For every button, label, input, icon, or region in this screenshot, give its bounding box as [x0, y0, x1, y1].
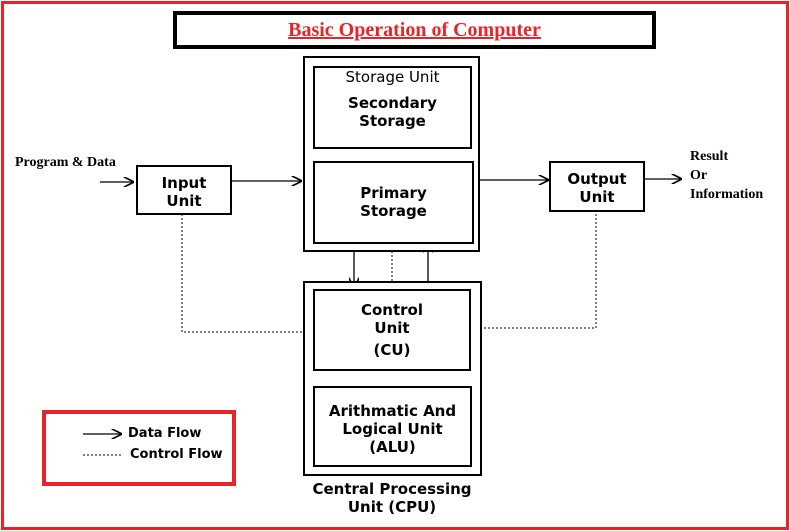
cpu-label: Central Processing Unit (CPU) — [302, 480, 482, 516]
control-unit-line-3: (CU) — [373, 341, 411, 359]
primary-storage-line-1: Primary — [360, 184, 427, 202]
control-unit-line-2: Unit — [374, 319, 410, 337]
primary-storage-box: Primary Storage — [313, 161, 474, 244]
output-unit-line-2: Unit — [579, 188, 615, 206]
input-unit-line-1: Input — [161, 174, 207, 192]
result-line-2: Or — [690, 168, 708, 183]
legend-data-flow-label: Data Flow — [128, 426, 202, 441]
alu-line-3: (ALU) — [369, 438, 416, 456]
legend-control-flow-label: Control Flow — [130, 447, 223, 462]
result-line-3: Information — [690, 187, 764, 202]
page-title: Basic Operation of Computer — [288, 18, 541, 41]
control-line-input — [181, 214, 312, 333]
legend-box — [42, 410, 236, 486]
alu-line-1: Arithmatic And — [328, 402, 457, 420]
cpu-label-line-1: Central Processing — [312, 480, 472, 498]
output-unit-line-1: Output — [567, 170, 627, 188]
control-unit-box: Control Unit (CU) — [313, 289, 471, 371]
result-label: Result Or Information — [690, 147, 763, 204]
output-unit-label: Output Unit — [551, 170, 643, 206]
primary-storage-line-2: Storage — [360, 202, 427, 220]
output-unit-box: Output Unit — [549, 161, 645, 212]
input-unit-box: Input Unit — [136, 165, 232, 215]
secondary-storage-line-1: Secondary — [348, 94, 437, 112]
title-box: Basic Operation of Computer — [173, 11, 656, 49]
primary-storage-label: Primary Storage — [315, 184, 472, 220]
secondary-storage-label: Secondary Storage — [315, 94, 470, 130]
program-data-label: Program & Data — [15, 155, 116, 170]
input-unit-label: Input Unit — [138, 174, 230, 210]
control-line-output — [472, 211, 597, 329]
input-unit-line-2: Unit — [166, 192, 202, 210]
secondary-storage-box: Storage Unit Secondary Storage — [313, 66, 472, 149]
result-line-1: Result — [690, 149, 729, 164]
alu-label: Arithmatic And Logical Unit (ALU) — [315, 402, 470, 456]
control-unit-label: Control Unit (CU) — [315, 301, 469, 359]
storage-unit-label: Storage Unit — [345, 68, 440, 86]
control-unit-line-1: Control — [360, 301, 423, 319]
alu-line-2: Logical Unit — [342, 420, 443, 438]
alu-box: Arithmatic And Logical Unit (ALU) — [313, 386, 472, 467]
cpu-label-line-2: Unit (CPU) — [347, 498, 437, 516]
secondary-storage-line-2: Storage — [359, 112, 426, 130]
